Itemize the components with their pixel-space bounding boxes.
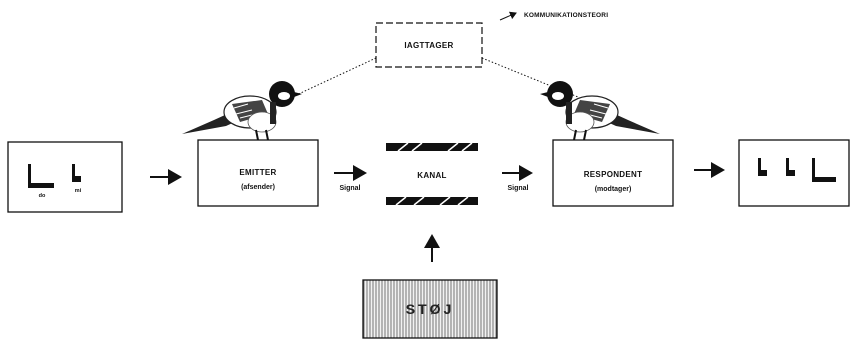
output-note-1-icon (758, 158, 767, 176)
channel: KANAL (386, 142, 478, 206)
emitter-box: EMITTER (afsender) (197, 139, 319, 207)
bird-icon (182, 81, 302, 141)
source-box: do mi (7, 141, 123, 213)
title-arrow-icon (499, 11, 517, 21)
note-mi-label: mi (75, 188, 82, 194)
output-note-2-icon (786, 158, 795, 176)
emitter-sublabel: (afsender) (241, 184, 275, 191)
top-title: KOMMUNIKATIONSTEORI (499, 11, 608, 21)
note-mi-icon (72, 164, 81, 182)
note-do-label: do (39, 193, 46, 199)
channel-label: KANAL (417, 171, 447, 180)
signal-left-label: Signal (339, 185, 360, 192)
emitter-label: EMITTER (239, 168, 276, 177)
respondent-sublabel: (modtager) (595, 186, 632, 193)
note-do-icon (28, 164, 54, 188)
observer-box: IAGTTAGER (375, 22, 483, 68)
respondent-box: RESPONDENT (modtager) (552, 139, 674, 207)
noise-label: STØJ (406, 301, 455, 317)
channel-bottom-bar (386, 196, 478, 206)
signal-right-label: Signal (507, 185, 528, 192)
output-box (738, 139, 850, 207)
observer-link-left (291, 57, 377, 98)
noise-box: STØJ (362, 279, 498, 339)
output-note-3-icon (812, 158, 836, 182)
respondent-label: RESPONDENT (584, 170, 643, 179)
channel-top-bar (386, 142, 478, 152)
observer-label: IAGTTAGER (404, 41, 453, 50)
bird-icon (540, 81, 660, 141)
title-label: KOMMUNIKATIONSTEORI (524, 12, 608, 19)
